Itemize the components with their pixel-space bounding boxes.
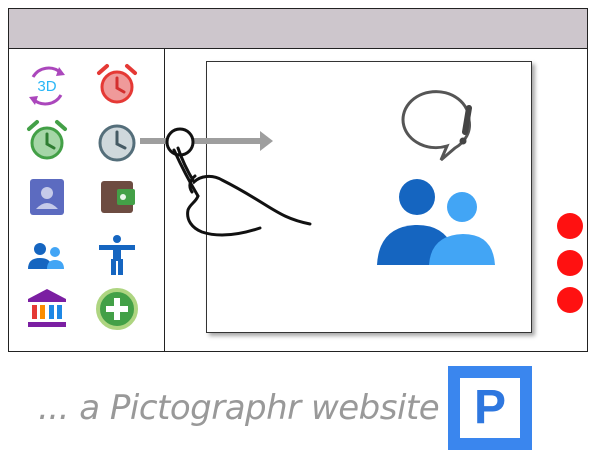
indicator-dot	[557, 250, 583, 276]
alert-bubble-icon	[401, 90, 472, 162]
accessibility-icon[interactable]	[93, 231, 141, 279]
3d-rotate-icon[interactable]: 3D	[23, 61, 71, 109]
illustration-panel	[206, 61, 532, 333]
people-group-icon	[377, 179, 495, 265]
alarm-red-icon[interactable]	[93, 61, 141, 109]
wallet-icon[interactable]	[93, 173, 141, 221]
content-area	[165, 49, 587, 351]
clock-gray-icon[interactable]	[93, 117, 141, 165]
bank-icon[interactable]	[23, 285, 71, 333]
add-circle-icon[interactable]	[93, 285, 141, 333]
indicator-dots	[557, 213, 585, 324]
indicator-dot	[557, 287, 583, 313]
app-window: 3D	[8, 8, 588, 352]
3d-label: 3D	[37, 78, 56, 95]
alarm-green-icon[interactable]	[23, 117, 71, 165]
indicator-dot	[557, 213, 583, 239]
tagline: ... a Pictographr website	[38, 388, 440, 428]
title-bar	[9, 9, 587, 49]
swipe-illustration	[377, 90, 495, 265]
people-icon[interactable]	[23, 231, 71, 279]
pictographr-logo[interactable]: P	[448, 366, 532, 450]
icon-sidebar: 3D	[9, 49, 165, 351]
logo-inner: P	[460, 378, 520, 438]
contact-card-icon[interactable]	[23, 173, 71, 221]
logo-letter: P	[473, 381, 506, 434]
